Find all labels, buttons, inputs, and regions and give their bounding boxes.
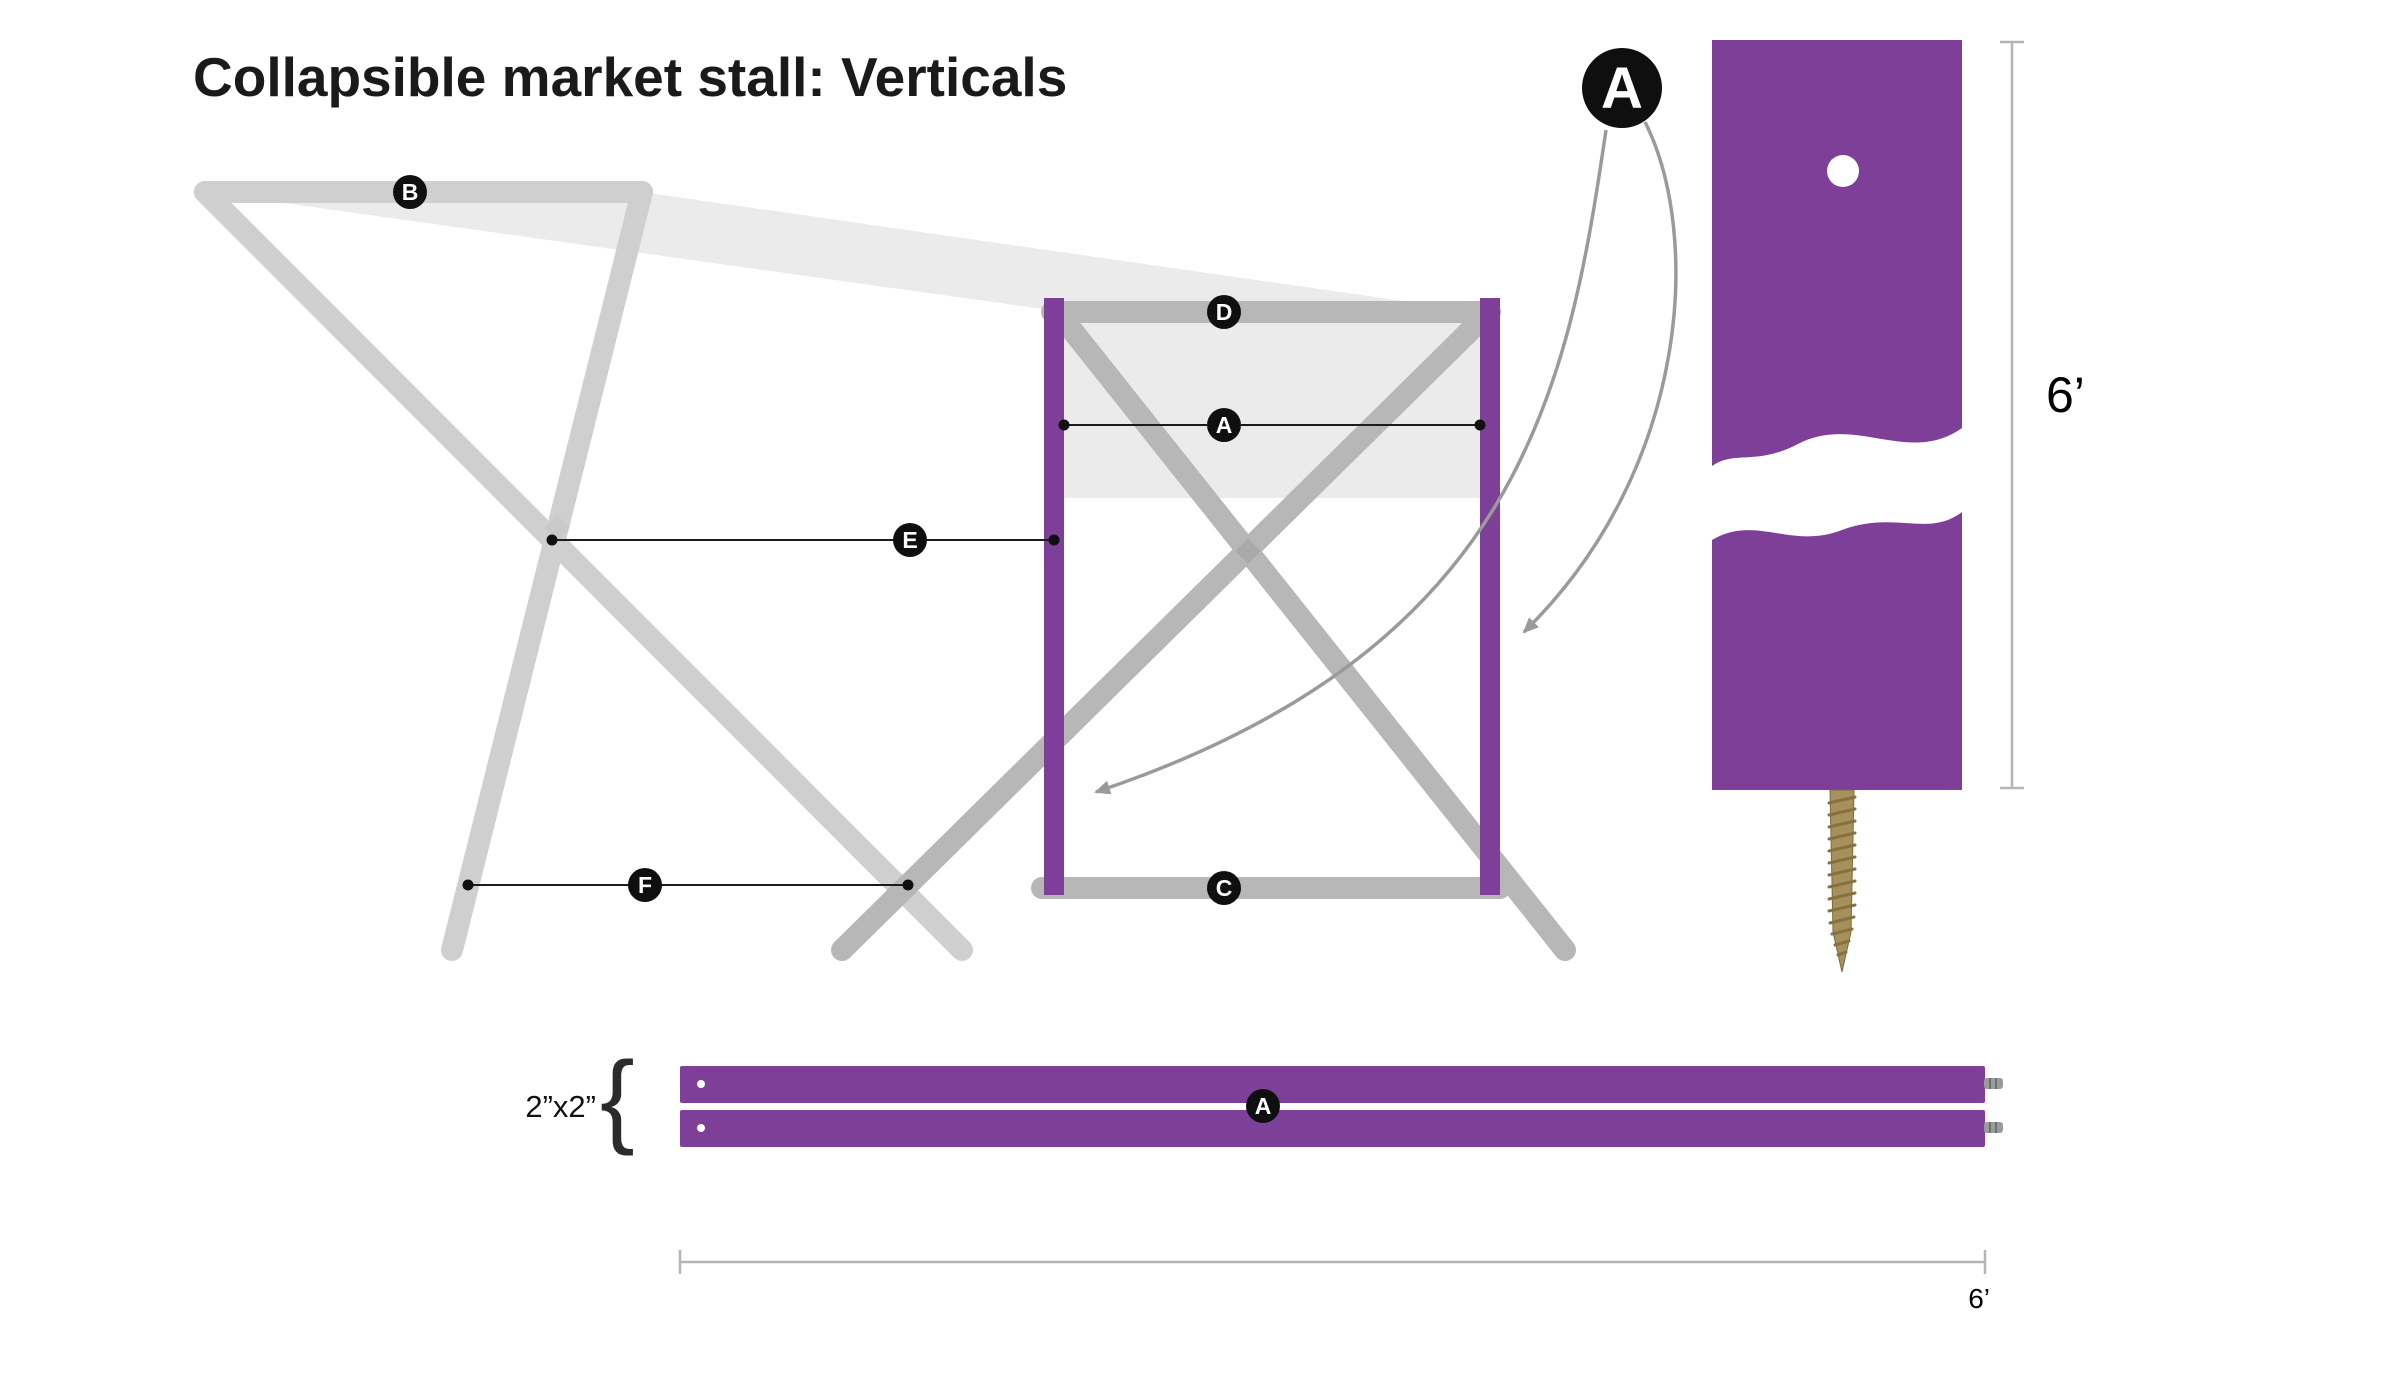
callout-a-label: A xyxy=(1601,56,1643,121)
measure-line-a xyxy=(1058,419,1486,431)
callout-arrow-to-right-post xyxy=(1522,121,1678,634)
back-pivot xyxy=(544,515,570,541)
left-vertical-post xyxy=(1044,298,1064,895)
callout-a-circle xyxy=(1582,48,1662,128)
front-leg-right xyxy=(831,304,1497,961)
bottom-bar-2 xyxy=(680,1110,1985,1147)
canopy-shading xyxy=(205,192,1480,312)
badge-f-circle xyxy=(628,868,662,902)
badge-f: F xyxy=(628,868,662,902)
badge-c-circle xyxy=(1207,871,1241,905)
measure-dot xyxy=(902,879,914,891)
badge-a-circle xyxy=(1207,408,1241,442)
badge-c-label: C xyxy=(1216,875,1233,901)
badge-b-circle xyxy=(393,175,427,209)
bar-2-hole xyxy=(697,1124,705,1132)
bottom-dimension: 6’ xyxy=(678,1250,1990,1314)
badge-a: A xyxy=(1207,408,1241,442)
badge-d: D xyxy=(1207,295,1241,329)
badge-b-label: B xyxy=(402,179,419,205)
callout-a: A xyxy=(1094,48,1678,795)
bottom-badge-a-label: A xyxy=(1255,1093,1272,1119)
measure-dot xyxy=(1474,419,1486,431)
back-leg-right xyxy=(441,181,653,961)
page-title: Collapsible market stall: Verticals xyxy=(193,46,1067,108)
stall-assembly-view: B D A E F C xyxy=(194,175,1576,961)
detail-height-label: 6’ xyxy=(2046,367,2085,423)
badge-d-circle xyxy=(1207,295,1241,329)
right-vertical-post xyxy=(1480,298,1500,895)
screw xyxy=(1827,789,1857,973)
bottom-badge-a-circle xyxy=(1246,1089,1280,1123)
bar-1-screw-tip xyxy=(1984,1078,2003,1089)
badge-e-circle xyxy=(893,523,927,557)
bar-1-hole xyxy=(697,1080,705,1088)
post-detail-upper xyxy=(1712,40,1962,466)
vertical-post-detail: 6’ xyxy=(1712,40,2085,973)
badge-a-label: A xyxy=(1216,412,1233,438)
size-brace: { xyxy=(600,1041,635,1157)
bottom-bar-1 xyxy=(680,1066,1985,1103)
screw-threads xyxy=(1827,795,1857,957)
measure-dot xyxy=(1058,419,1070,431)
bottom-badge-a: A xyxy=(1246,1089,1280,1123)
measure-line-e xyxy=(546,534,1060,546)
badge-e: E xyxy=(893,523,927,557)
badge-e-label: E xyxy=(902,527,917,553)
badge-c: C xyxy=(1207,871,1241,905)
post-detail-lower xyxy=(1712,512,1962,790)
measure-dot xyxy=(1048,534,1060,546)
bottom-length-label: 6’ xyxy=(1968,1283,1990,1314)
size-label: 2”x2” xyxy=(525,1089,596,1124)
measure-line-f xyxy=(462,879,914,891)
bar-2-screw-tip xyxy=(1984,1122,2003,1133)
measure-dot xyxy=(546,534,558,546)
badge-f-label: F xyxy=(638,872,652,898)
badge-d-label: D xyxy=(1216,299,1233,325)
bolt-hole xyxy=(1827,155,1859,187)
detail-dimension: 6’ xyxy=(2000,40,2085,790)
badge-b: B xyxy=(393,175,427,209)
measure-dot xyxy=(462,879,474,891)
callout-arrow-to-left-post xyxy=(1094,129,1608,795)
back-leg-left xyxy=(194,181,973,961)
bottom-view: A 2”x2” { 6’ xyxy=(525,1041,2003,1314)
back-frame xyxy=(194,181,973,961)
